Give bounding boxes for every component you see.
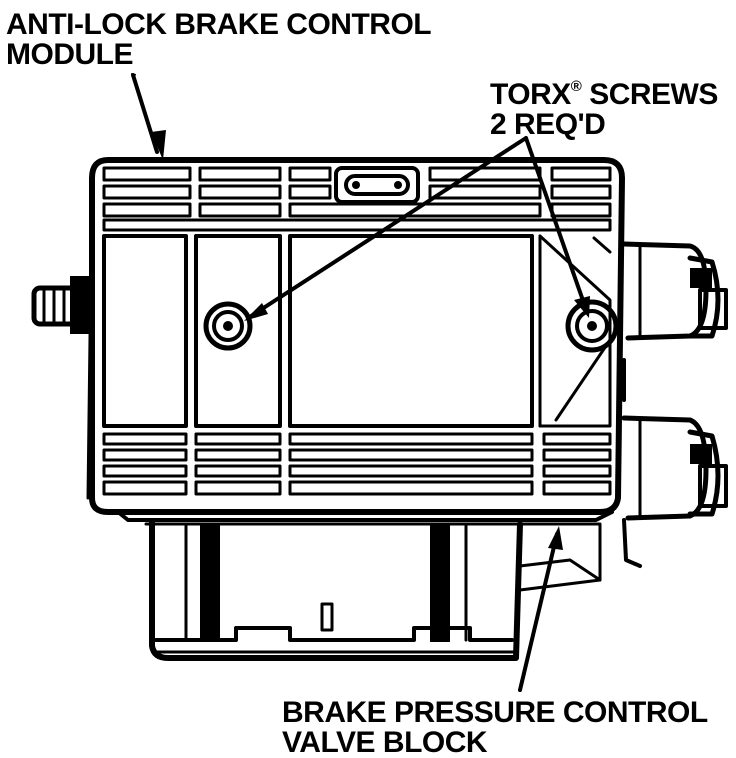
registered-mark: ®	[571, 78, 582, 95]
leader-lines	[131, 73, 590, 692]
torx-screw-right	[565, 299, 619, 353]
top-connector-slot	[334, 166, 420, 204]
valve-block-leader	[518, 526, 563, 692]
torx-screw-left	[203, 301, 253, 351]
screws-label-line1: TORX® SCREWS	[490, 78, 718, 111]
bottom-ribs	[102, 432, 612, 496]
right-fittings	[621, 241, 728, 568]
module-label-line1: ANTI-LOCK BRAKE CONTROL	[6, 8, 431, 41]
control-module-housing	[86, 157, 625, 515]
screws-label-rest: SCREWS	[581, 78, 718, 111]
screw-leader-right	[524, 136, 590, 318]
module-label: ANTI-LOCK BRAKE CONTROL MODULE	[6, 8, 432, 71]
left-shaft	[31, 276, 95, 334]
fitting-upper	[621, 241, 728, 402]
module-label-line2: MODULE	[6, 38, 133, 71]
valve-block	[116, 510, 614, 661]
valve-block-label: BRAKE PRESSURE CONTROL VALVE BLOCK	[282, 696, 708, 758]
screws-label-torx: TORX	[490, 78, 571, 111]
screws-label: TORX® SCREWS 2 REQ'D	[490, 78, 718, 141]
module-leader	[131, 73, 166, 160]
valve-block-label-line2: VALVE BLOCK	[282, 726, 488, 758]
valve-block-label-line1: BRAKE PRESSURE CONTROL	[282, 696, 708, 729]
top-ribs	[102, 166, 612, 232]
fitting-lower	[621, 415, 728, 568]
screws-label-line2: 2 REQ'D	[490, 108, 605, 141]
housing-panels	[102, 234, 612, 428]
